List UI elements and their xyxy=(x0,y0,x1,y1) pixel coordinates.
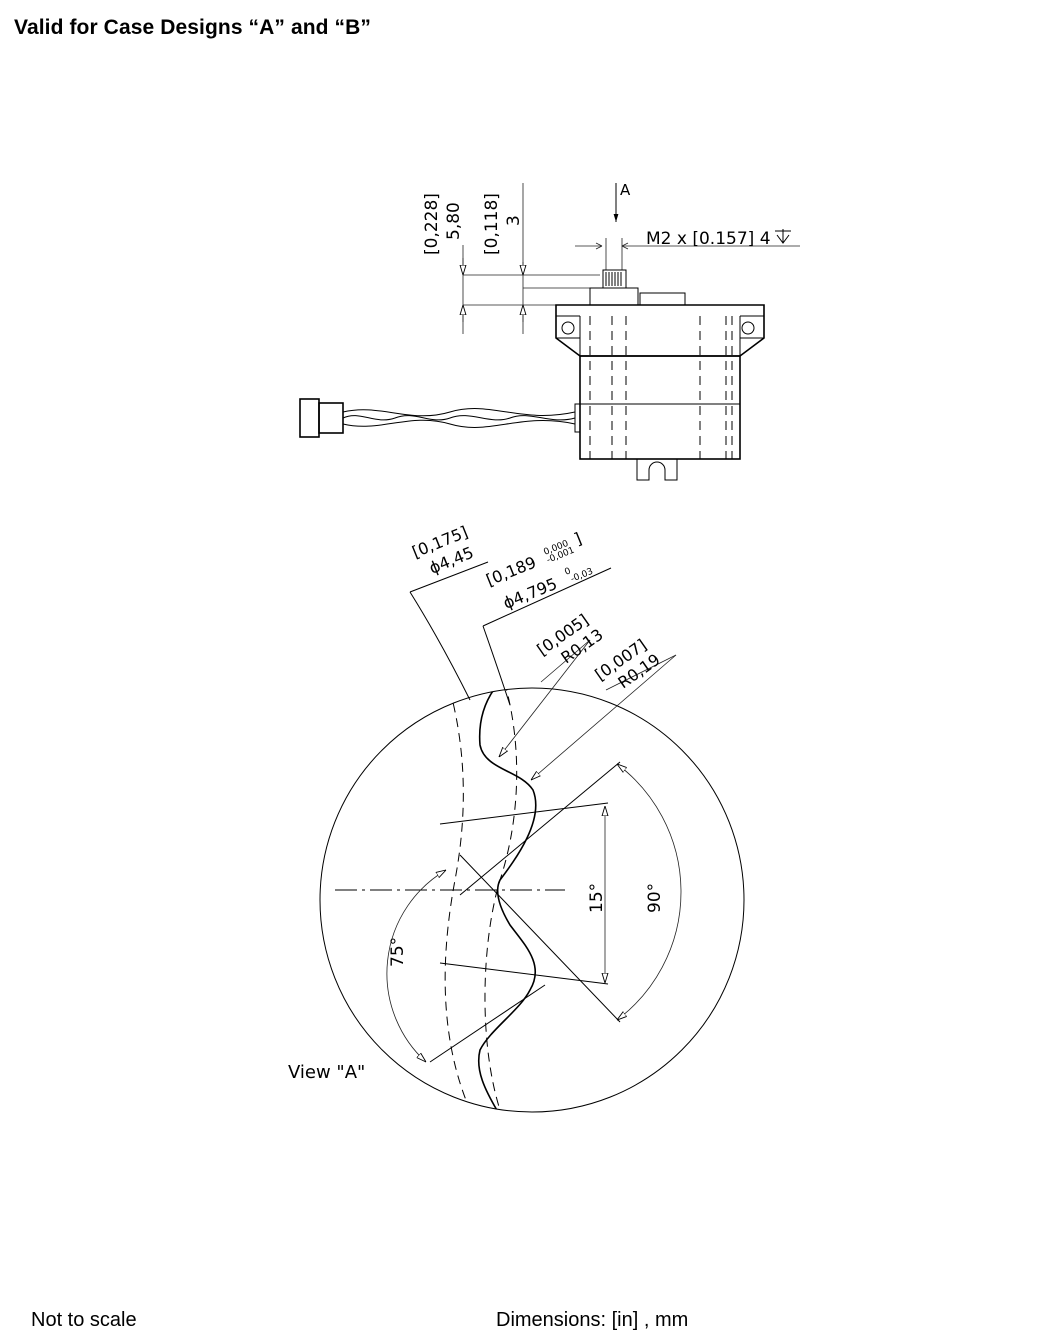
step-dim-mm: 3 xyxy=(504,215,524,226)
page-title: Valid for Case Designs “A” and “B” xyxy=(14,16,371,39)
pinion-gear xyxy=(589,269,686,306)
outer-dia-mm-tol-lower: -0,03 xyxy=(569,567,594,585)
motor-flange xyxy=(555,304,765,357)
tooth-profile xyxy=(335,688,621,1112)
angle-75-label: 75° xyxy=(388,937,408,967)
view-a-marker: A xyxy=(613,181,631,222)
dimension-texts: [0,175] ϕ4,45 [0,189 0,000 -0,001 ] ϕ4,7… xyxy=(388,522,665,967)
scale-note: Not to scale xyxy=(31,1309,137,1331)
thread-callout: M2 x [0.157] 4 xyxy=(575,229,800,270)
outer-dia-inch-close: ] xyxy=(571,529,584,549)
units-note: Dimensions: [in] , mm xyxy=(496,1309,689,1331)
angle-90-label: 90° xyxy=(645,883,665,913)
side-view: A M2 x [0.157] 4 xyxy=(299,181,800,481)
diameter-leaders xyxy=(409,561,612,706)
view-a-label: View "A" xyxy=(288,1062,365,1083)
height-dim-inch: [0,228] xyxy=(422,193,442,255)
height-dim-mm: 5,80 xyxy=(444,202,464,240)
angle-dimensions xyxy=(386,639,682,1062)
height-dimension: [0,228] 5,80 [0,118] 3 xyxy=(422,183,600,334)
motor-body xyxy=(579,316,741,481)
detail-view-a: [0,175] ϕ4,45 [0,189 0,000 -0,001 ] ϕ4,7… xyxy=(288,522,745,1113)
angle-15-label: 15° xyxy=(587,883,607,913)
outer-dia-mm-tol-upper: 0 xyxy=(563,566,572,578)
depth-symbol-icon xyxy=(775,229,791,244)
view-a-letter: A xyxy=(620,181,631,199)
twisted-cable xyxy=(299,398,581,438)
step-dim-inch: [0,118] xyxy=(482,193,502,255)
thread-callout-text: M2 x [0.157] 4 xyxy=(646,229,771,249)
detail-circle xyxy=(319,687,745,1113)
